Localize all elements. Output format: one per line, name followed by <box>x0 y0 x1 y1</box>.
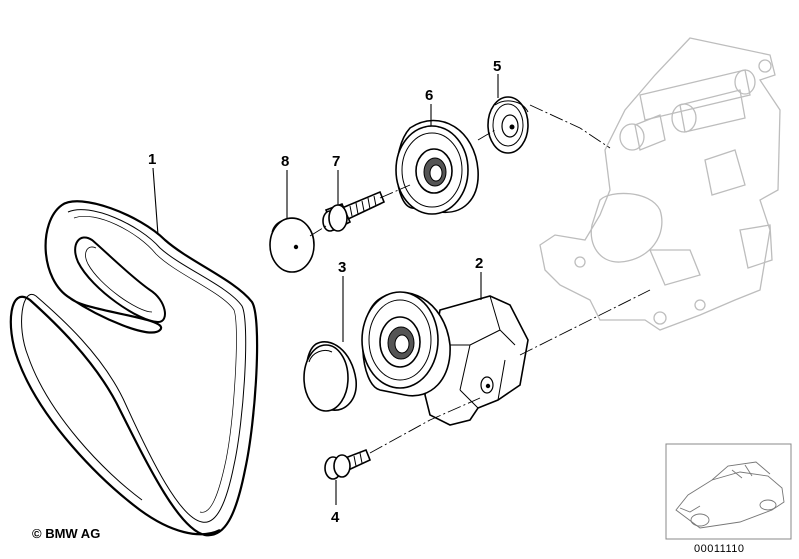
callout-2: 2 <box>475 255 483 272</box>
copyright-text: © BMW AG <box>32 526 100 541</box>
callout-3: 3 <box>338 259 346 276</box>
callout-8: 8 <box>281 153 289 170</box>
bolt-part-4 <box>324 448 372 480</box>
document-number: 00011110 <box>694 543 745 555</box>
callout-5: 5 <box>493 58 501 75</box>
engine-block-outline <box>539 37 781 331</box>
drive-belt <box>9 200 259 537</box>
vehicle-thumbnail <box>665 443 792 540</box>
callout-7: 7 <box>332 153 340 170</box>
cap-part-3 <box>303 341 357 412</box>
assembly-lines <box>309 104 651 454</box>
idler-pulley-part-6 <box>395 119 479 215</box>
cover-part-5 <box>487 96 529 154</box>
callout-6: 6 <box>425 87 433 104</box>
car-icon <box>675 461 785 529</box>
leader-lines <box>152 74 499 505</box>
tensioner-part-2 <box>361 291 529 426</box>
bolt-part-7 <box>322 190 386 232</box>
callout-1: 1 <box>148 151 156 168</box>
cap-part-8 <box>269 217 315 273</box>
callout-4: 4 <box>331 509 340 526</box>
